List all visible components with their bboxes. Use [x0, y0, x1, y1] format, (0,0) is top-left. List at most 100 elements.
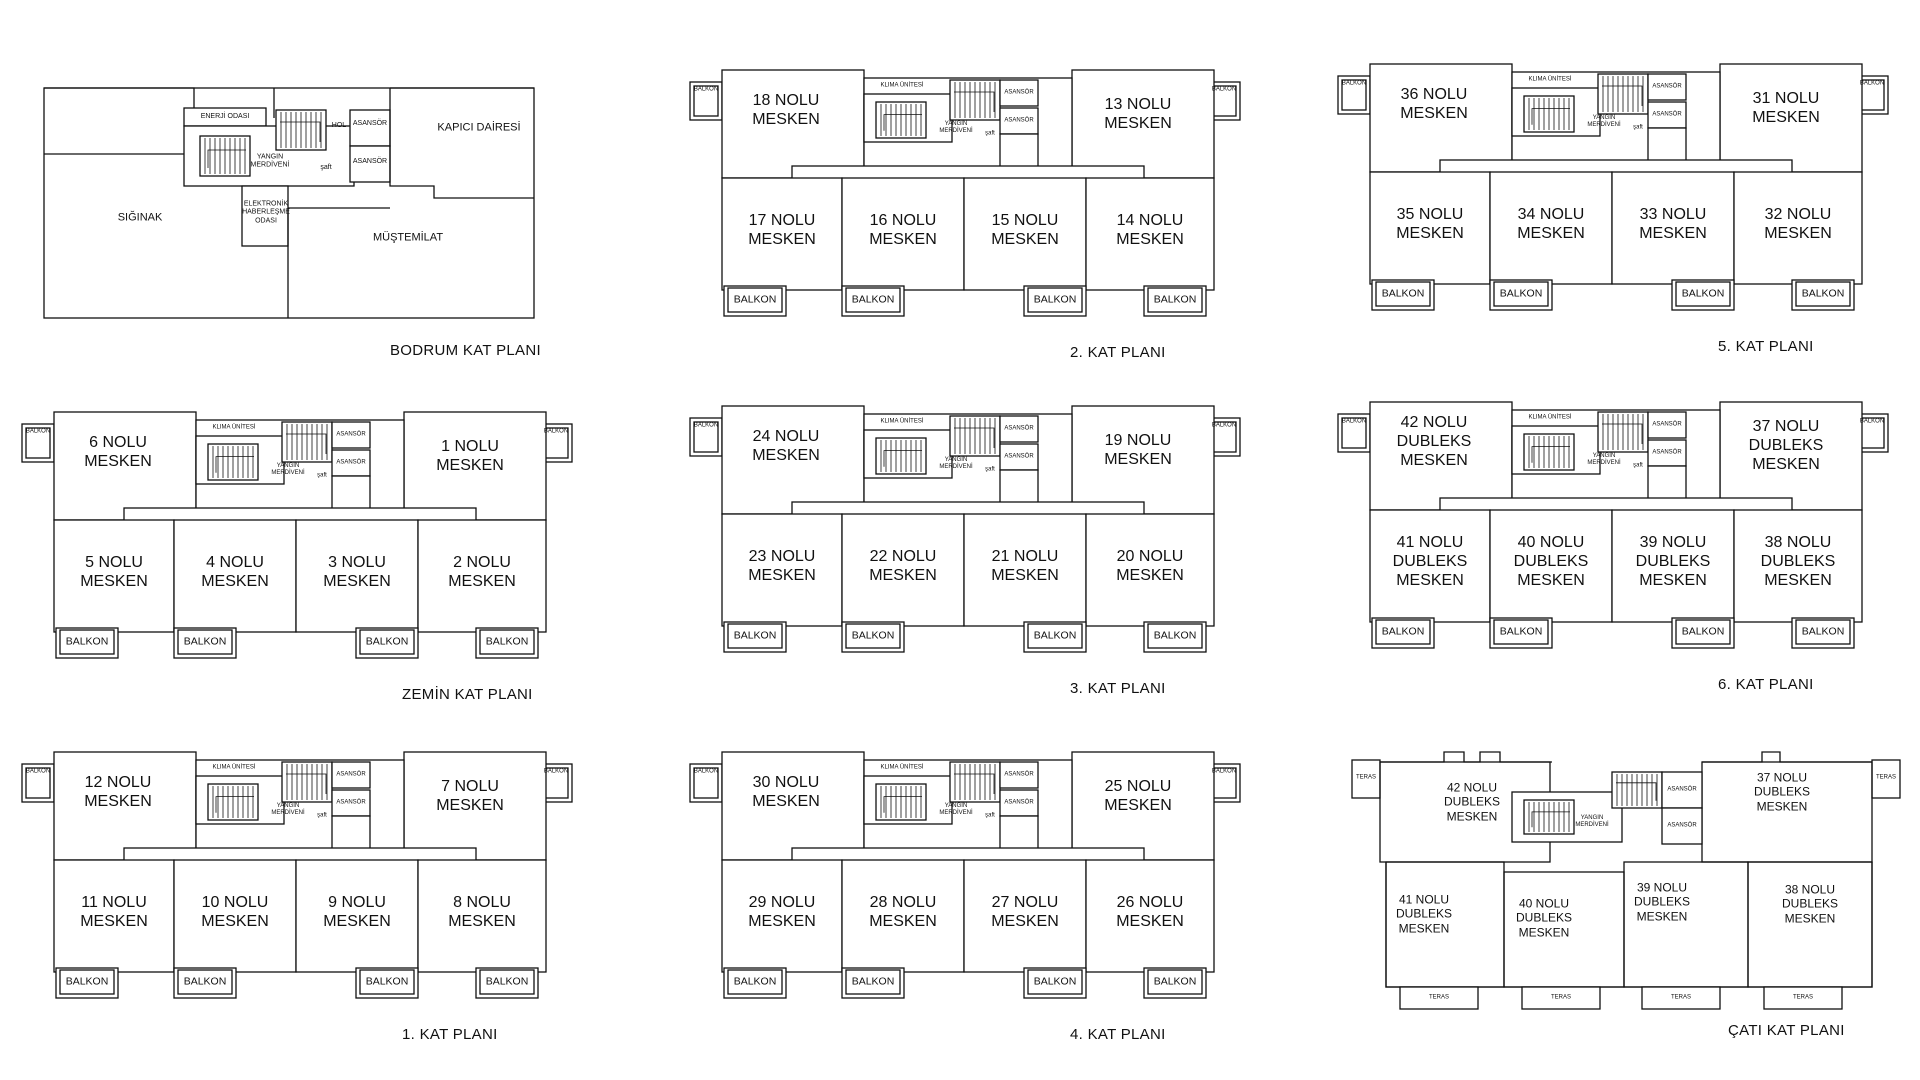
elevator-1 [331, 761, 371, 789]
balcony-4-inner [1147, 287, 1203, 313]
corner-balcony-right-label: BALKON [1859, 80, 1885, 87]
corner-balcony-right-inner [1211, 767, 1237, 799]
corner-balcony-left-inner [25, 767, 51, 799]
main-stair-treads [954, 764, 996, 800]
basement-shaft-label: şaft [320, 163, 332, 171]
elevator-2-label: ASANSÖR [1004, 117, 1034, 124]
elevator-2-label: ASANSÖR [336, 459, 366, 466]
roof-elevator-2 [1661, 807, 1703, 845]
bottom-unit-2 [841, 177, 965, 291]
elevator-1-label: ASANSÖR [336, 431, 366, 438]
roof-terrace-3-label: TERAS [1670, 994, 1692, 1001]
corner-balcony-right-label: BALKON [543, 768, 569, 775]
corner-balcony-right-inner [543, 767, 569, 799]
bottom-unit-3 [1611, 509, 1735, 623]
roof-elevator-1-label: ASANSÖR [1667, 786, 1697, 793]
top-right-unit [1071, 405, 1215, 515]
roof-terrace-3 [1641, 986, 1721, 1010]
balcony-1-label: BALKON [65, 975, 109, 988]
bottom-unit-3 [963, 859, 1087, 973]
balcony-2-label: BALKON [851, 975, 895, 988]
plan-caption: BODRUM KAT PLANI [390, 342, 541, 359]
ac-unit-label: KLIMA ÜNİTESİ [212, 764, 256, 771]
plan-caption: ÇATI KAT PLANI [1728, 1022, 1845, 1039]
corner-balcony-left-inner [1341, 79, 1367, 111]
elevator-1 [999, 415, 1039, 443]
balcony-4-label: BALKON [1153, 293, 1197, 306]
balcony-2-inner [845, 623, 901, 649]
plan-caption: ZEMİN KAT PLANI [402, 686, 533, 703]
balcony-4-label: BALKON [1153, 629, 1197, 642]
balcony-4-inner [479, 629, 535, 655]
balcony-3-label: BALKON [1033, 975, 1077, 988]
balcony-1-inner [59, 629, 115, 655]
bottom-unit-2 [841, 859, 965, 973]
stair-direction-arrow [286, 433, 327, 454]
stair-direction-arrow [215, 796, 254, 813]
stair-direction-arrow [1616, 782, 1657, 801]
balcony-1-label: BALKON [733, 629, 777, 642]
stair-direction-arrow [1602, 423, 1643, 444]
doorman-apartment-label: KAPICI DAİRESİ [437, 121, 521, 134]
floor-plan-0-drawing [21, 411, 573, 659]
bottom-unit-1 [1369, 509, 1491, 623]
corner-balcony-left-label: BALKON [25, 768, 51, 775]
shaft-label: şaft [985, 812, 995, 819]
stair-direction-arrow [1531, 108, 1570, 125]
plan-caption: 1. KAT PLANI [402, 1026, 498, 1043]
corner-balcony-left-label: BALKON [1341, 418, 1367, 425]
stair-direction-arrow [1602, 85, 1643, 106]
stair-direction-arrow [1531, 811, 1570, 828]
basement-elevator-2 [349, 145, 391, 183]
elevator-1-label: ASANSÖR [1652, 83, 1682, 90]
balcony-2-inner [845, 969, 901, 995]
elevator-1-label: ASANSÖR [1004, 89, 1034, 96]
basement-outline-a [44, 87, 195, 155]
corner-balcony-left-label: BALKON [693, 86, 719, 93]
corner-balcony-left-inner [693, 421, 719, 453]
balcony-1-inner [1375, 619, 1431, 645]
elevator-1 [999, 79, 1039, 107]
fire-stair-treads [1528, 98, 1570, 130]
corner-balcony-left-inner [1341, 417, 1367, 449]
elevator-1-label: ASANSÖR [1004, 425, 1034, 432]
bottom-unit-1 [721, 513, 843, 627]
corner-balcony-right-label: BALKON [1211, 768, 1237, 775]
terrace-right [1871, 759, 1901, 799]
bottom-unit-3 [295, 859, 419, 973]
balcony-2-inner [177, 629, 233, 655]
basement-fire-stair-treads [204, 138, 246, 174]
balcony-1-label: BALKON [733, 293, 777, 306]
shaft-label: şaft [1633, 124, 1643, 131]
roof-terrace-2-label: TERAS [1550, 994, 1572, 1001]
bottom-unit-4 [1085, 513, 1215, 627]
bottom-unit-3 [1611, 171, 1735, 285]
elevator-1 [1647, 73, 1687, 101]
bottom-unit-1 [721, 177, 843, 291]
stair-direction-arrow [883, 796, 922, 813]
elevator-2 [1647, 101, 1687, 129]
balcony-3-label: BALKON [1033, 629, 1077, 642]
balcony-3-inner [359, 969, 415, 995]
top-left-unit [721, 405, 865, 515]
bottom-unit-1 [721, 859, 843, 973]
bottom-unit-4 [1733, 171, 1863, 285]
